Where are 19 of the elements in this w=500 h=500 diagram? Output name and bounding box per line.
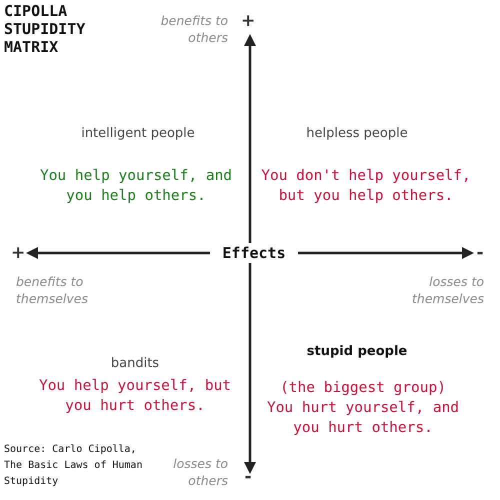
axis-label: benefits to others bbox=[160, 12, 228, 46]
axis-label: losses to others bbox=[172, 455, 228, 489]
sign-label: + bbox=[11, 244, 25, 262]
sign-label: - bbox=[475, 244, 485, 262]
quadrant-heading: stupid people bbox=[306, 343, 408, 360]
source-caption: Source: Carlo Cipolla, The Basic Laws of Human Stupidity bbox=[4, 443, 144, 489]
quadrant-heading: bandits bbox=[110, 355, 160, 372]
quadrant-heading: helpless people bbox=[305, 125, 409, 142]
axis-center-label: Effects bbox=[210, 243, 298, 263]
axis-label: losses to themselves bbox=[411, 273, 484, 307]
axis-label: benefits to themselves bbox=[16, 273, 89, 307]
quadrant-description: (the biggest group) You hurt yourself, and you hurt others. bbox=[266, 379, 460, 438]
quadrant-heading: intelligent people bbox=[80, 125, 196, 142]
sign-label: - bbox=[243, 468, 253, 486]
sign-label: + bbox=[241, 12, 255, 30]
quadrant-description: You help yourself, and you help others. bbox=[38, 167, 234, 206]
quadrant-description: You help yourself, but you hurt others. bbox=[38, 377, 232, 416]
title: CIPOLLA STUPIDITY MATRIX bbox=[4, 2, 86, 56]
quadrant-description: You don't help yourself, but you help others. bbox=[260, 167, 472, 206]
